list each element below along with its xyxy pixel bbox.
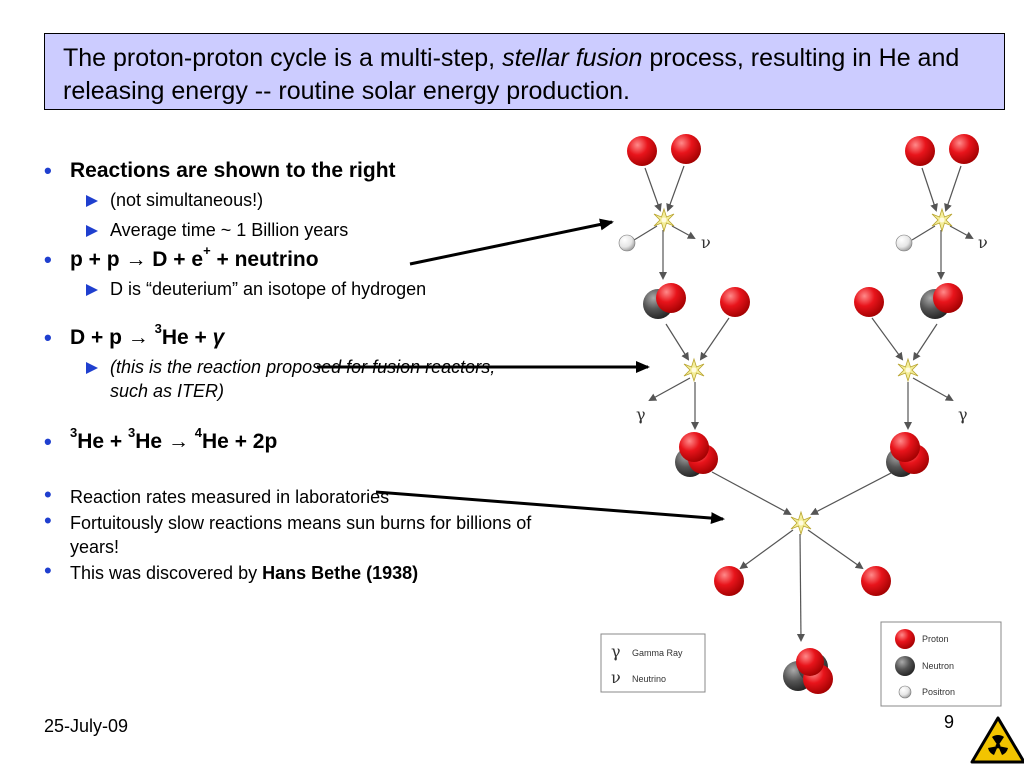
gamma-legend-label: Gamma Ray bbox=[632, 648, 683, 658]
bullet-dot: • bbox=[44, 325, 52, 350]
proton-legend-label: Proton bbox=[922, 634, 949, 644]
legend-particles: Proton Neutron Positron bbox=[880, 621, 1002, 707]
radiation-hazard-icon bbox=[970, 716, 1024, 764]
neutron-legend-icon bbox=[895, 656, 915, 676]
footer-date: 25-July-09 bbox=[44, 716, 129, 736]
triangle-bullet-icon bbox=[86, 362, 98, 374]
bullet-dp-reaction: • D + p → 3He + γ bbox=[44, 321, 534, 353]
eq-text: + neutrino bbox=[210, 248, 319, 271]
bullet-dot: • bbox=[44, 429, 52, 454]
bullet-dot: • bbox=[44, 558, 52, 583]
proton-legend-icon bbox=[895, 629, 915, 649]
fusion-star-icon bbox=[931, 208, 953, 232]
neutrino-label: ν bbox=[978, 233, 988, 252]
proton bbox=[714, 566, 744, 596]
page-number: 9 bbox=[944, 712, 955, 732]
bullet-slow-reactions: • Fortuitously slow reactions means sun b… bbox=[44, 508, 534, 559]
fusion-star-icon bbox=[683, 358, 705, 382]
bullet-reactions: • Reactions are shown to the right bbox=[44, 156, 534, 186]
bullet-dot: • bbox=[44, 247, 52, 272]
proton bbox=[854, 287, 884, 317]
sub-bullet-text: (this is the reaction proposed for fusio… bbox=[110, 357, 496, 401]
title-text-1: The proton-proton cycle is a multi-step, bbox=[63, 44, 503, 72]
bullet-pp-reaction: • p + p → D + e+ + neutrino bbox=[44, 243, 534, 275]
reaction-lines bbox=[633, 165, 974, 642]
eq-text: p + p bbox=[70, 248, 126, 271]
triangle-bullet-icon bbox=[86, 225, 98, 237]
positron bbox=[618, 234, 636, 252]
superscript: 3 bbox=[154, 321, 162, 336]
sub-bullet-average-time: Average time ~ 1 Billion years bbox=[44, 218, 534, 242]
gamma-label: γ bbox=[636, 405, 646, 424]
bullet-text: Fortuitously slow reactions means sun bu… bbox=[70, 513, 532, 557]
fusion-star-icon bbox=[653, 208, 675, 232]
proton bbox=[671, 134, 701, 164]
sub-bullet-text: D is “deuterium” an isotope of hydrogen bbox=[110, 279, 427, 299]
sub-bullet-iter: (this is the reaction proposed for fusio… bbox=[44, 355, 534, 403]
bullet-dot: • bbox=[44, 508, 52, 533]
superscript: + bbox=[203, 243, 211, 258]
bullet-hehe-reaction: •3He + 3He → 4He + 2p bbox=[44, 425, 534, 457]
title-text-2: process, resulting in He and releasing e… bbox=[63, 44, 960, 105]
bullet-text: Reaction rates measured in laboratories bbox=[70, 487, 390, 507]
legend-gamma-neutrino: γ Gamma Ray ν Neutrino bbox=[600, 633, 706, 693]
proton bbox=[905, 136, 935, 166]
helium-4-nucleus bbox=[783, 648, 833, 694]
neutrino-legend-symbol: ν bbox=[611, 668, 621, 687]
positron-legend-icon bbox=[898, 685, 912, 699]
sub-bullet-not-simultaneous: (not simultaneous!) bbox=[44, 188, 534, 212]
bullet-hans-bethe: • This was discovered by Hans Bethe (1938… bbox=[44, 558, 534, 585]
eq-text: He bbox=[135, 430, 168, 453]
triangle-bullet-icon bbox=[86, 284, 98, 296]
bullet-dot: • bbox=[44, 482, 52, 507]
slide-title: The proton-proton cycle is a multi-step,… bbox=[44, 33, 1005, 110]
bullet-dot: • bbox=[44, 158, 52, 183]
right-arrow-symbol: → bbox=[167, 430, 189, 453]
gamma-label: γ bbox=[958, 405, 968, 424]
bullet-text: Reactions are shown to the right bbox=[70, 159, 396, 182]
triangle-bullet-icon bbox=[86, 195, 98, 207]
superscript: 3 bbox=[70, 425, 78, 440]
gamma-legend-symbol: γ bbox=[611, 642, 621, 661]
neutron-legend-label: Neutron bbox=[922, 661, 954, 671]
bullet-text: This was discovered by bbox=[70, 563, 263, 583]
deuterium-nucleus bbox=[920, 283, 963, 319]
proton bbox=[627, 136, 657, 166]
proton bbox=[861, 566, 891, 596]
helium-3-nucleus bbox=[675, 432, 718, 477]
neutrino-legend-label: Neutrino bbox=[632, 674, 666, 684]
proton bbox=[949, 134, 979, 164]
positron bbox=[895, 234, 913, 252]
positron-legend-label: Positron bbox=[922, 687, 955, 697]
gamma-symbol: γ bbox=[212, 326, 225, 349]
deuterium-nucleus bbox=[643, 283, 686, 319]
bullet-bold-text: Hans Bethe (1938) bbox=[262, 563, 419, 583]
eq-text: He + bbox=[77, 430, 129, 453]
neutrino-label: ν bbox=[701, 233, 711, 252]
superscript: 3 bbox=[128, 425, 136, 440]
title-italic: stellar fusion bbox=[502, 44, 643, 72]
helium-3-nucleus bbox=[886, 432, 929, 477]
sub-bullet-deuterium: D is “deuterium” an isotope of hydrogen bbox=[44, 277, 534, 301]
bullet-list: • Reactions are shown to the right (not s… bbox=[44, 156, 534, 585]
eq-text: He + bbox=[161, 326, 213, 349]
right-arrow-symbol: → bbox=[125, 248, 147, 271]
proton bbox=[720, 287, 750, 317]
sub-bullet-text: (not simultaneous!) bbox=[110, 190, 264, 210]
eq-text: D + e bbox=[146, 248, 204, 271]
superscript: 4 bbox=[194, 425, 203, 440]
fusion-star-icon bbox=[897, 358, 919, 382]
sub-bullet-text: Average time ~ 1 Billion years bbox=[110, 220, 349, 240]
eq-text: D + p bbox=[70, 326, 128, 349]
pointer-arrows bbox=[317, 218, 725, 525]
right-arrow-symbol: → bbox=[127, 326, 149, 349]
bullet-reaction-rates: • Reaction rates measured in laboratories bbox=[44, 482, 534, 509]
eq-text: He + 2p bbox=[202, 430, 278, 453]
